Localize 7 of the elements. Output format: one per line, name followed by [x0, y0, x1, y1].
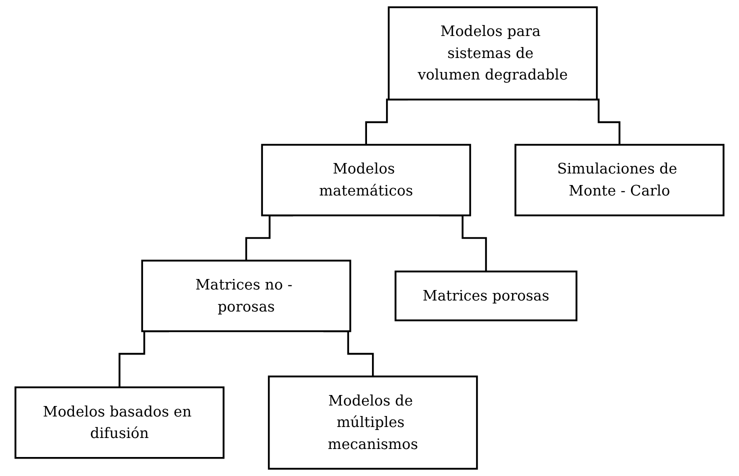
node-box: Modelos para sistemas de volumen degradable — [388, 6, 598, 100]
node-box: Simulaciones de Monte - Carlo — [514, 144, 724, 216]
node-box: Modelos de múltiples mecanismos — [268, 376, 478, 470]
node-box: Matrices no - porosas — [141, 260, 352, 332]
node-box: Modelos basados en difusión — [14, 386, 224, 459]
node-box: Matrices porosas — [394, 270, 578, 322]
node-box: Modelos matemáticos — [261, 144, 472, 216]
